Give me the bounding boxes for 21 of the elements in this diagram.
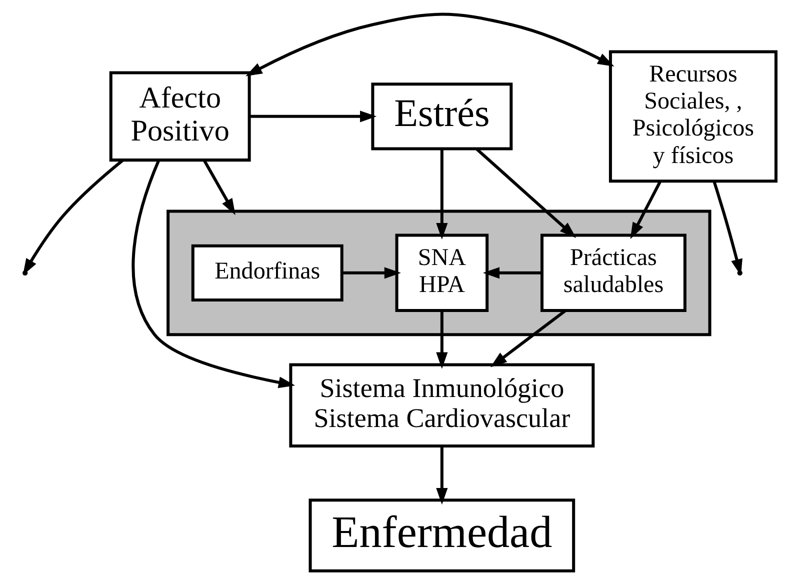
- node-box: Enfermedad: [308, 498, 575, 572]
- arrow: [436, 446, 448, 505]
- arrow: [249, 110, 376, 122]
- cluster: [166, 210, 711, 336]
- arrow: [342, 267, 400, 279]
- arrow: [482, 267, 542, 279]
- arrow: [436, 311, 448, 369]
- arrow: [475, 148, 576, 238]
- arrow: [131, 160, 295, 388]
- node-box: Sistema Inmunológico Sistema Cardiovascular: [288, 363, 594, 448]
- node-box: Prácticas saludables: [540, 234, 686, 312]
- node-box: Estrés: [370, 82, 512, 150]
- node-box: SNA HPA: [394, 234, 488, 312]
- node-box: Recursos Sociales, , Psicológicos y físicos: [608, 50, 777, 183]
- arrow: [245, 12, 614, 76]
- arrow: [202, 160, 235, 216]
- node-box: Endorfinas: [190, 244, 343, 302]
- arrow: [490, 310, 566, 368]
- arrow: [436, 149, 448, 240]
- node-box: Afecto Positivo: [108, 71, 250, 162]
- arrow: [630, 180, 662, 240]
